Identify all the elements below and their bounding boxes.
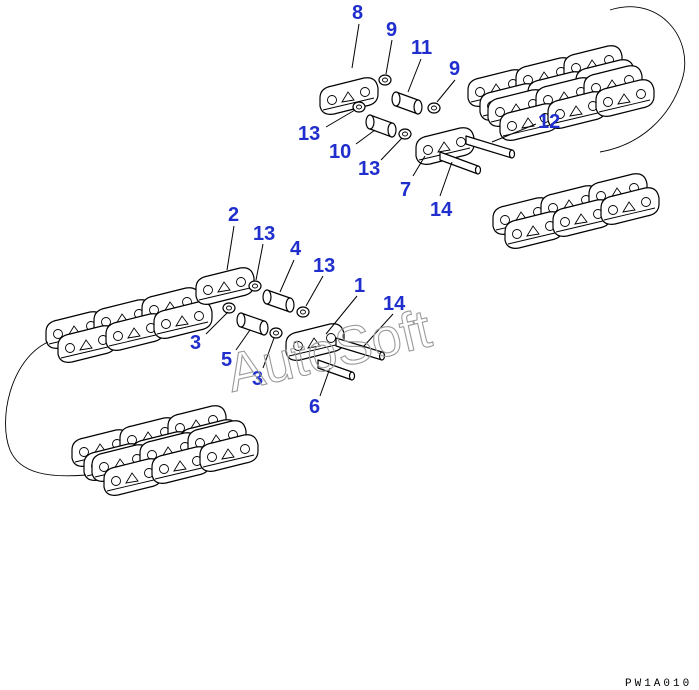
lower-loop-curve xyxy=(5,341,87,477)
callout-9: 9 xyxy=(386,19,397,41)
callout-14: 14 xyxy=(430,199,453,221)
callout-1: 1 xyxy=(354,275,365,297)
upper-seal-9a xyxy=(378,74,392,86)
lower-seal-3b xyxy=(269,327,283,339)
callout-14: 14 xyxy=(383,293,406,315)
drawing-code: PW1A010 xyxy=(625,678,692,690)
callout-3: 3 xyxy=(252,368,263,390)
lower-chain-left-bottom xyxy=(72,406,258,496)
callout-8: 8 xyxy=(352,2,363,24)
callout-13: 13 xyxy=(313,255,335,277)
callout-5: 5 xyxy=(221,349,232,371)
upper-seal-13b xyxy=(398,128,412,140)
lower-seal-13b xyxy=(296,306,310,318)
upper-pin-12 xyxy=(465,135,516,159)
callout-10: 10 xyxy=(329,141,351,163)
upper-seal-9b xyxy=(427,102,441,114)
callout-13: 13 xyxy=(298,123,320,145)
upper-bushing-11 xyxy=(391,91,423,115)
callout-3: 3 xyxy=(190,332,201,354)
callout-13: 13 xyxy=(358,158,380,180)
leader-lines xyxy=(205,23,537,397)
lower-chain-left-top xyxy=(46,288,212,363)
upper-chain-right xyxy=(468,46,654,141)
lower-pin-6 xyxy=(317,359,356,381)
upper-loop-curve xyxy=(599,6,686,153)
callout-6: 6 xyxy=(309,396,320,418)
callout-9: 9 xyxy=(449,58,460,80)
lower-link-2 xyxy=(195,267,255,305)
callout-2: 2 xyxy=(228,204,239,226)
lower-bushing-4 xyxy=(262,289,295,313)
callout-7: 7 xyxy=(400,179,411,201)
callout-13: 13 xyxy=(253,223,275,245)
upper-chain-lower-right xyxy=(493,174,659,249)
lower-seal-3a xyxy=(222,302,236,314)
lower-pin-14 xyxy=(335,337,386,361)
upper-seal-13a xyxy=(352,101,366,113)
callout-12: 12 xyxy=(538,111,560,133)
callout-11: 11 xyxy=(411,37,432,59)
upper-bushing-10 xyxy=(365,114,397,138)
upper-pin-14 xyxy=(439,151,482,175)
callout-labels: 8 9 11 9 12 13 10 13 7 14 2 13 4 13 1 14… xyxy=(190,2,560,418)
watermark: AutoSoft xyxy=(221,299,436,404)
lower-bushing-5 xyxy=(236,312,269,336)
callout-4: 4 xyxy=(290,238,302,260)
upper-link-8 xyxy=(319,77,379,115)
lower-seal-13a xyxy=(248,280,262,292)
